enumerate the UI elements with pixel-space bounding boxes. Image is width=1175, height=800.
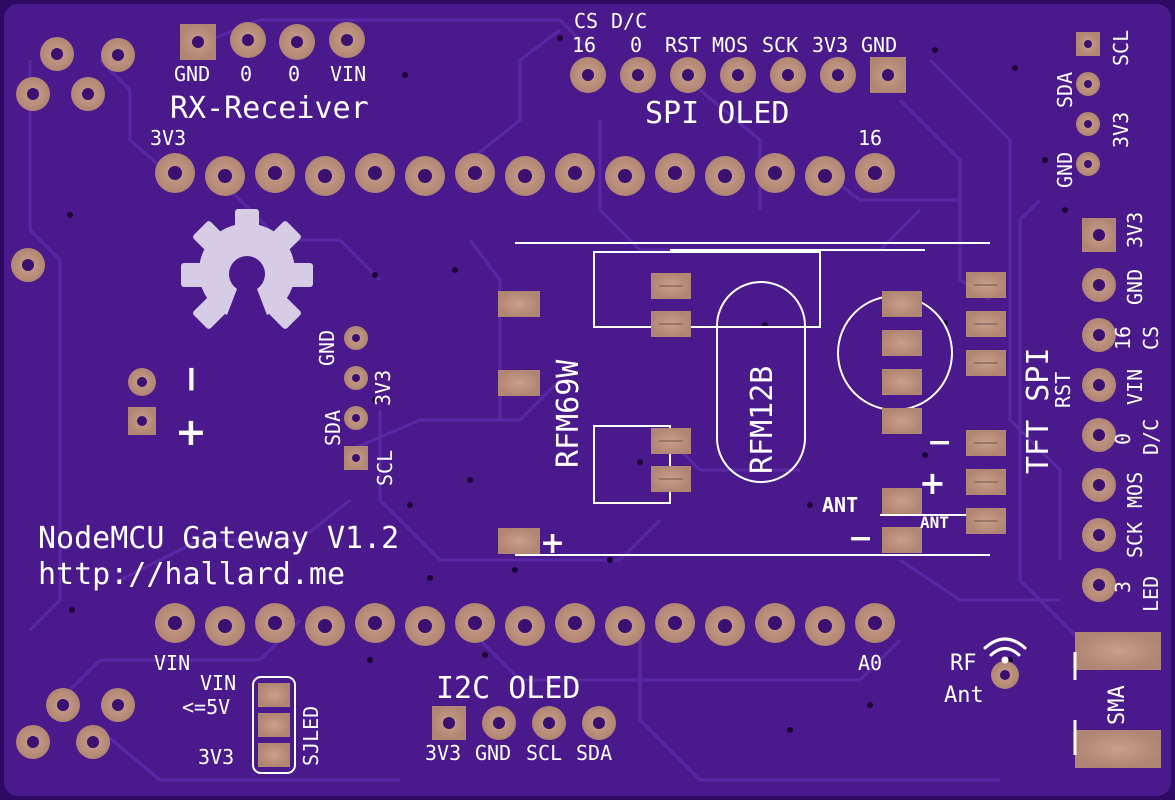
mid-3v3-label: 3V3 xyxy=(371,370,395,406)
jumper-3v3-label: 3V3 xyxy=(198,745,234,769)
tft-sck-label: SCK xyxy=(1123,522,1147,558)
spi-sck-label: SCK xyxy=(762,33,798,57)
spi-16-label: 16 xyxy=(572,33,596,57)
mcu-vin-label: VIN xyxy=(154,651,190,675)
sma-connector xyxy=(1073,632,1161,768)
rfm12b-label: RFM12B xyxy=(745,366,780,474)
tft-led-label: LED xyxy=(1139,576,1163,612)
rx-vin-label: VIN xyxy=(330,62,366,86)
i2c-oled-gnd-label: GND xyxy=(475,741,511,765)
solder-jumper-sjled xyxy=(252,676,296,774)
rx-receiver-title: RX-Receiver xyxy=(170,91,369,126)
rx-gnd-label: GND xyxy=(174,62,210,86)
tft-vin-label: VIN xyxy=(1123,369,1147,405)
spi-gnd-label: GND xyxy=(861,33,897,57)
rf-module-footprints xyxy=(498,242,1006,556)
mid-gnd-label: GND xyxy=(315,330,339,366)
power-plus-label: + xyxy=(175,410,207,454)
mid-scl-label: SCL xyxy=(373,450,397,486)
spi-cs-label: CS xyxy=(574,9,598,33)
board-url: http://hallard.me xyxy=(38,557,345,592)
tft-cs-label: CS xyxy=(1139,326,1163,350)
tft-3v3-label: 3V3 xyxy=(1123,212,1147,248)
mid-sda-label: SDA xyxy=(321,410,345,446)
tft-spi-header xyxy=(1082,218,1116,602)
wifi-icon xyxy=(983,637,1027,664)
power-header-left xyxy=(128,368,156,435)
nodemcu-bottom-row xyxy=(155,603,895,646)
tft-rst-label: RST xyxy=(1051,372,1075,408)
i2c-scl-label: SCL xyxy=(1109,30,1133,66)
tft-spi-title: TFT SPI xyxy=(1021,348,1056,474)
spi-3v3-label: 3V3 xyxy=(812,33,848,57)
tft-dc-label: D/C xyxy=(1139,419,1163,455)
i2c-oled-sda-label: SDA xyxy=(576,741,612,765)
corner-mount-pads xyxy=(11,37,135,759)
tft-16-label: 16 xyxy=(1111,326,1135,350)
mcu-3v3-label: 3V3 xyxy=(150,126,186,150)
i2c-oled-title: I2C OLED xyxy=(436,671,581,706)
rf-antenna-pad xyxy=(983,637,1027,689)
tft-gnd-label: GND xyxy=(1123,269,1147,305)
power-minus-label: − xyxy=(171,364,212,394)
nodemcu-top-row xyxy=(155,153,895,196)
spi-0-label: 0 xyxy=(630,33,642,57)
ant-label: Ant xyxy=(944,683,984,708)
i2c-header-top xyxy=(1076,32,1100,176)
rx-0b-label: 0 xyxy=(288,62,300,86)
i2c-3v3-label: 3V3 xyxy=(1109,112,1133,148)
rf-label: RF xyxy=(950,651,977,676)
spi-oled-header xyxy=(570,57,906,93)
minus-b-label: − xyxy=(927,425,952,460)
ant-b-label: ANT xyxy=(920,513,949,532)
silkscreen-text: GND 0 0 VIN RX-Receiver CS D/C 16 0 RST … xyxy=(38,9,1163,769)
plus-a-label: + xyxy=(540,526,565,561)
open-hardware-gear-icon xyxy=(181,209,313,329)
i2c-oled-3v3-label: 3V3 xyxy=(425,741,461,765)
mcu-16-label: 16 xyxy=(858,126,882,150)
i2c-gnd-label: GND xyxy=(1053,152,1077,188)
tft-mos-label: MOS xyxy=(1123,472,1147,508)
jumper-le5v-label: <=5V xyxy=(182,695,230,719)
rx-0a-label: 0 xyxy=(240,62,252,86)
tft-3-label: 3 xyxy=(1111,581,1135,593)
jumper-vin-label: VIN xyxy=(200,671,236,695)
spi-dc-label: D/C xyxy=(611,9,647,33)
rfm69w-label: RFM69W xyxy=(551,359,586,468)
i2c-sda-label: SDA xyxy=(1053,72,1077,108)
jumper-sjled-label: SJLED xyxy=(299,706,323,766)
spi-mos-label: MOS xyxy=(712,33,748,57)
mcu-a0-label: A0 xyxy=(858,651,882,675)
i2c-oled-header xyxy=(432,706,616,740)
sma-label: SMA xyxy=(1105,685,1130,725)
plus-b-label: + xyxy=(919,464,946,502)
i2c-oled-scl-label: SCL xyxy=(526,741,562,765)
board-outline xyxy=(4,4,1171,796)
ant-a-label: ANT xyxy=(822,493,858,517)
spi-rst-label: RST xyxy=(665,33,701,57)
board-title: NodeMCU Gateway V1.2 xyxy=(38,521,399,556)
tft-0-label: 0 xyxy=(1111,433,1135,445)
spi-oled-title: SPI OLED xyxy=(645,96,790,131)
rx-receiver-header xyxy=(180,22,365,60)
minus-a-label: − xyxy=(848,521,873,556)
i2c-header-middle xyxy=(344,326,368,470)
